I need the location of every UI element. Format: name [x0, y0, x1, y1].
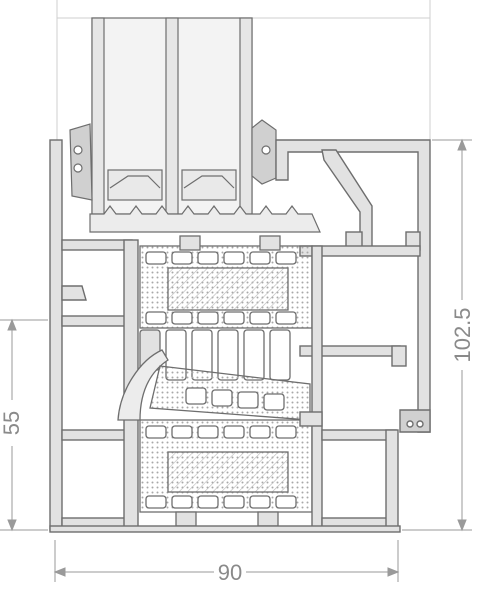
width-arrow-right [387, 567, 400, 577]
lower-chamber-cells [145, 425, 297, 509]
glazing-unit [91, 17, 253, 215]
foam-insert-upper [167, 267, 289, 311]
height-total-dimension-label: 102.5 [450, 307, 475, 362]
glass-pane-outer [91, 17, 105, 215]
glass-pane-middle [165, 17, 179, 215]
bottom-sill [49, 525, 401, 533]
spacer-right-detail [183, 175, 235, 189]
thermal-break-lower [139, 419, 313, 527]
spacer-left [107, 169, 163, 201]
outer-frame-left [49, 139, 139, 531]
width-dimension-label: 90 [218, 560, 242, 585]
outer-glazing-gasket [69, 123, 93, 201]
spacer-right [181, 169, 237, 201]
spacer-left-detail [109, 175, 161, 189]
inner-frame-lower-right [299, 245, 399, 531]
glazing-setting-block [89, 205, 321, 233]
height-total-arrow-bottom [457, 519, 467, 532]
sash-wing-curve [117, 349, 311, 421]
thermal-break-upper [139, 235, 313, 329]
dimension-height-bottom [0, 318, 48, 532]
height-total-arrow-top [457, 138, 467, 151]
height-bottom-arrow-top [7, 318, 17, 331]
dimension-width [53, 540, 400, 582]
glass-pane-inner [239, 17, 253, 215]
upper-chamber-cells [145, 251, 297, 325]
height-bottom-arrow-bottom [7, 519, 17, 532]
width-arrow-left [53, 567, 66, 577]
sash-frame [275, 139, 431, 433]
dimension-height-total [402, 138, 472, 532]
inner-glazing-gasket [251, 119, 277, 185]
foam-insert-lower [167, 451, 289, 493]
height-bottom-dimension-label: 55 [0, 411, 24, 435]
